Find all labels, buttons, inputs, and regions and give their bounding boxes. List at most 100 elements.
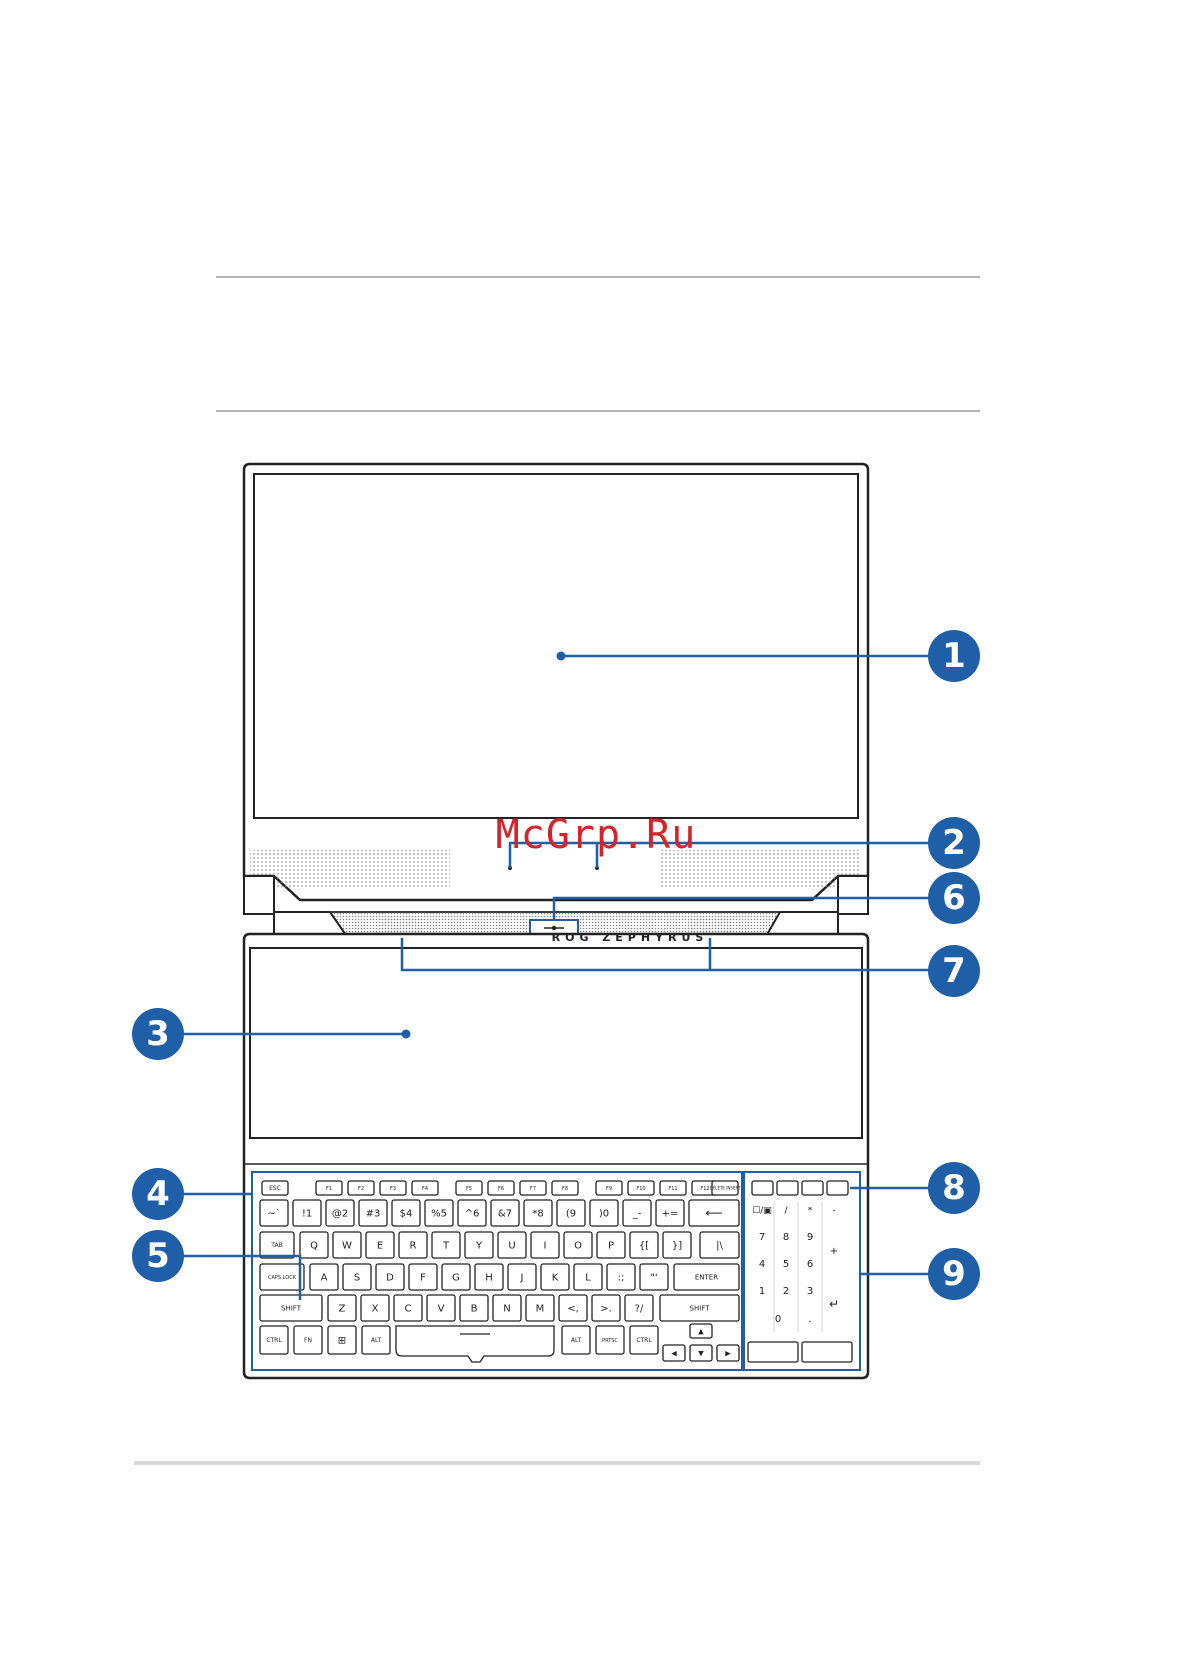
key-num-7-label: &7 [498, 1209, 512, 1220]
numpad-area [743, 1171, 861, 1371]
key-a-2: S [342, 1263, 372, 1291]
key-esc: ESC [261, 1180, 289, 1196]
key-a-3-label: D [386, 1273, 394, 1284]
key-shift-left: SHIFT [259, 1294, 323, 1322]
key-1-label: Q [310, 1241, 318, 1252]
key-10: P [596, 1231, 626, 1259]
key-10-label: P [608, 1241, 614, 1252]
key-12: }] [662, 1231, 692, 1259]
key-fn-9: F9 [595, 1180, 623, 1196]
numpad-toggle-button [801, 1180, 824, 1196]
key-fn-10: F10 [627, 1180, 655, 1196]
key-windows-label: ⊞ [338, 1336, 346, 1347]
display-panel [253, 473, 859, 819]
numpad-key-5: 5 [783, 1259, 789, 1270]
key-z-4-label: V [438, 1304, 445, 1315]
key-enter-label: ENTER [695, 1273, 718, 1281]
key-num-2-label: @2 [332, 1209, 348, 1220]
key-num-3: #3 [358, 1199, 388, 1227]
lid-speaker-grille-right [660, 850, 860, 888]
key-arrow-left-label: ◀ [671, 1349, 677, 1357]
numpad-key-2: 2 [783, 1286, 789, 1297]
callout-7: 7 [928, 945, 980, 997]
key-a-1-label: A [321, 1273, 328, 1284]
key-fn-5-label: F5 [466, 1186, 472, 1192]
key-alt-right-label: ALT [571, 1337, 582, 1344]
header-rule-top [216, 276, 980, 278]
key-enter: ENTER [673, 1263, 740, 1291]
key-a-5-label: G [452, 1273, 460, 1284]
key-caps-lock-label: CAPS LOCK [268, 1275, 297, 1281]
watermark-text: McGrp.Ru [495, 812, 697, 858]
key-num-10-label: )0 [599, 1209, 609, 1220]
key-backspace: ⟵ [688, 1199, 740, 1227]
key-num-1-label: !1 [302, 1209, 312, 1220]
key-a-10-label: :; [618, 1273, 625, 1284]
key-9: O [563, 1231, 593, 1259]
key-z-8: <, [558, 1294, 588, 1322]
key-fn-5: F5 [455, 1180, 483, 1196]
key-delete-label: DELETE INSERT [710, 1185, 741, 1190]
key-9-label: O [574, 1241, 582, 1252]
lid-speaker-grille-left [250, 850, 450, 888]
key-z-2-label: X [372, 1304, 379, 1315]
key-arrow-down: ▼ [689, 1344, 713, 1362]
key-num-0: ~` [259, 1199, 289, 1227]
key-a-1: A [309, 1263, 339, 1291]
key-backslash-label: |\ [716, 1241, 723, 1252]
key-a-5: G [441, 1263, 471, 1291]
key-5-label: T [442, 1241, 450, 1252]
key-a-4-label: F [420, 1273, 426, 1284]
callout-4: 4 [132, 1168, 184, 1220]
key-z-4: V [426, 1294, 456, 1322]
key-num-8-label: *8 [532, 1209, 543, 1220]
key-num-1: !1 [292, 1199, 322, 1227]
numpad-key-9: 9 [807, 1232, 813, 1243]
key-z-3-label: C [405, 1304, 412, 1315]
callout-leaders [180, 651, 938, 1300]
key-3: E [365, 1231, 395, 1259]
key-num-11: _- [622, 1199, 652, 1227]
key-num-9: (9 [556, 1199, 586, 1227]
key-ctrl-right-label: CTRL [636, 1337, 652, 1344]
key-z-8-label: <, [567, 1304, 579, 1315]
numpad-key-plus: + [830, 1246, 838, 1257]
key-windows: ⊞ [327, 1325, 357, 1355]
key-arrow-right-label: ▶ [725, 1349, 731, 1357]
numpad-key-3: 3 [807, 1286, 813, 1297]
key-2: W [332, 1231, 362, 1259]
key-prtsc-label: PRTSC [602, 1338, 618, 1344]
numpad-rog-button [751, 1180, 774, 1196]
key-backslash: |\ [699, 1231, 740, 1259]
key-fn-4-label: F4 [422, 1186, 428, 1192]
key-fn-1-label: F1 [326, 1186, 332, 1192]
key-11: {[ [629, 1231, 659, 1259]
key-num-6: ^6 [457, 1199, 487, 1227]
key-num-4: $4 [391, 1199, 421, 1227]
key-a-11: "' [639, 1263, 669, 1291]
key-shift-right: SHIFT [659, 1294, 740, 1322]
callout-8: 8 [928, 1162, 980, 1214]
key-a-2-label: S [354, 1273, 360, 1284]
numpad-key-6: 6 [807, 1259, 813, 1270]
key-fn-6-label: F6 [498, 1186, 504, 1192]
key-arrow-right: ▶ [716, 1344, 740, 1362]
numpad-screenpad-button [776, 1180, 799, 1196]
numpad-key-dot: . [808, 1314, 811, 1325]
key-alt-left: ALT [361, 1325, 391, 1355]
key-z-10: ?/ [624, 1294, 654, 1322]
key-spacebar [395, 1325, 555, 1363]
key-a-9: L [573, 1263, 603, 1291]
numpad-key-0: 0 [775, 1314, 781, 1325]
numpad-top-2: * [808, 1206, 813, 1216]
key-fn-12-label: F12 [700, 1186, 709, 1192]
key-num-2: @2 [325, 1199, 355, 1227]
callout-6: 6 [928, 872, 980, 924]
key-z-6-label: N [503, 1304, 510, 1315]
key-fn-3: F3 [379, 1180, 407, 1196]
key-a-3: D [375, 1263, 405, 1291]
key-7-label: U [508, 1241, 515, 1252]
key-z-9-label: >. [600, 1304, 612, 1315]
key-a-7-label: J [520, 1273, 524, 1284]
